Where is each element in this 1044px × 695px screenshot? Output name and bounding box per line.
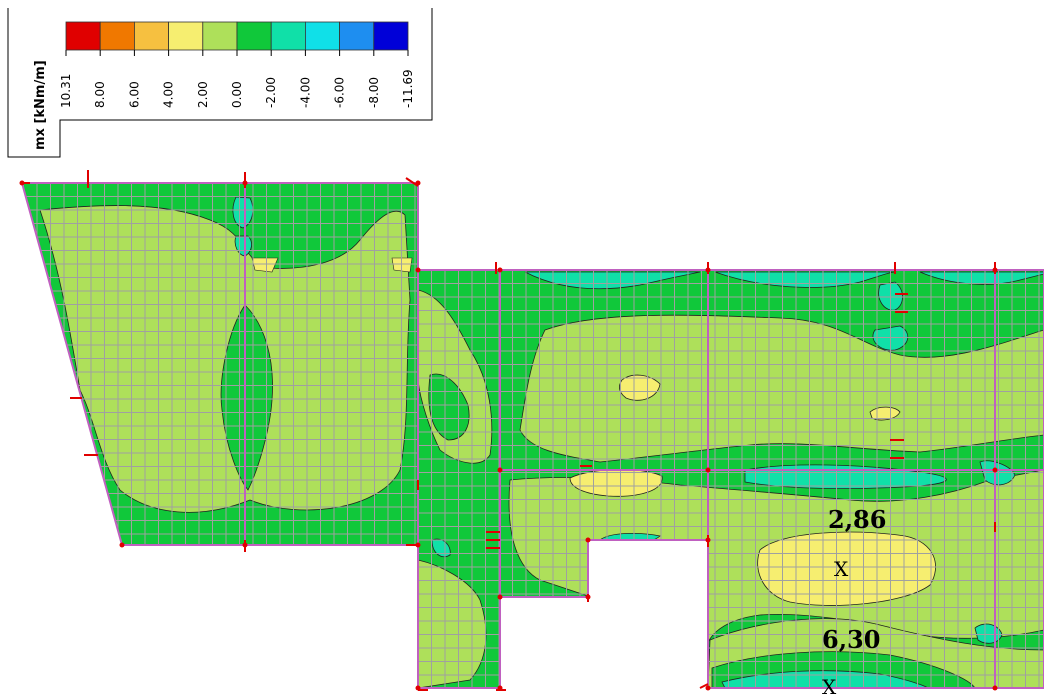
support-node (992, 267, 998, 273)
support-node (992, 685, 998, 691)
value-marker: 2,86 X (828, 505, 886, 581)
legend-tick-label: 4.00 (162, 81, 176, 108)
legend-swatch (339, 21, 375, 51)
color-legend: mx [kNm/m] 10.31 8.00 6.00 4.00 2.00 0.00 -2.0… (7, 8, 433, 158)
support-node (242, 542, 248, 548)
legend-swatch (65, 21, 101, 51)
contour-zone (220, 304, 273, 491)
slab-left (22, 183, 418, 545)
marker-x-icon: X (822, 675, 837, 695)
legend-tick-label: -11.69 (401, 69, 415, 108)
support-node (497, 467, 503, 473)
legend-tick-label: 2.00 (196, 81, 210, 108)
support-node (497, 685, 503, 691)
legend-tick-label: 6.00 (127, 81, 141, 108)
legend-swatch (133, 21, 169, 51)
contour-zone (757, 531, 936, 606)
marker-value: 6,30 (822, 625, 880, 654)
contour-zone (251, 257, 279, 273)
support-node (415, 180, 421, 186)
marker-x-icon: X (834, 557, 849, 581)
legend-swatch (202, 21, 238, 51)
slab-right (418, 270, 1044, 688)
support-node (415, 685, 421, 691)
value-marker: 6,30 X (822, 625, 880, 695)
marker-value: 2,86 (828, 505, 886, 534)
slab-right-gridlines (499, 270, 1044, 688)
legend-title: mx [kNm/m] (33, 60, 48, 150)
contour-zone (919, 271, 1044, 285)
contour-zone (232, 196, 254, 229)
support-node (705, 267, 711, 273)
legend-tick-label: -2.00 (264, 77, 278, 108)
support-node (992, 467, 998, 473)
legend-tick-label: 10.31 (59, 74, 73, 108)
support-node (705, 685, 711, 691)
legend-swatch (270, 21, 306, 51)
legend-ticks: 10.31 8.00 6.00 4.00 2.00 0.00 -2.00 -4.00 -6.00… (59, 50, 415, 108)
legend-swatches (65, 21, 409, 51)
legend-tick-label: -4.00 (298, 77, 312, 108)
support-node (415, 542, 421, 548)
legend-tick-label: -8.00 (367, 77, 381, 108)
legend-swatch (168, 21, 204, 51)
support-node (705, 537, 711, 543)
support-tick (405, 177, 419, 187)
support-tick (699, 683, 709, 689)
support-node (497, 267, 503, 273)
support-node (705, 467, 711, 473)
legend-tick-label: 0.00 (230, 81, 244, 108)
support-node (585, 537, 591, 543)
legend-tick-label: -6.00 (333, 77, 347, 108)
legend-swatch (373, 21, 409, 51)
legend-swatch (304, 21, 340, 51)
legend-swatch (99, 21, 135, 51)
contour-zone (418, 559, 487, 688)
support-node (19, 180, 25, 186)
support-node (242, 180, 248, 186)
legend-tick-label: 8.00 (93, 81, 107, 108)
support-node (415, 267, 421, 273)
support-node (497, 594, 503, 600)
support-node (119, 542, 125, 548)
support-node (585, 594, 591, 600)
legend-swatch (236, 21, 272, 51)
support-markers (19, 170, 998, 691)
